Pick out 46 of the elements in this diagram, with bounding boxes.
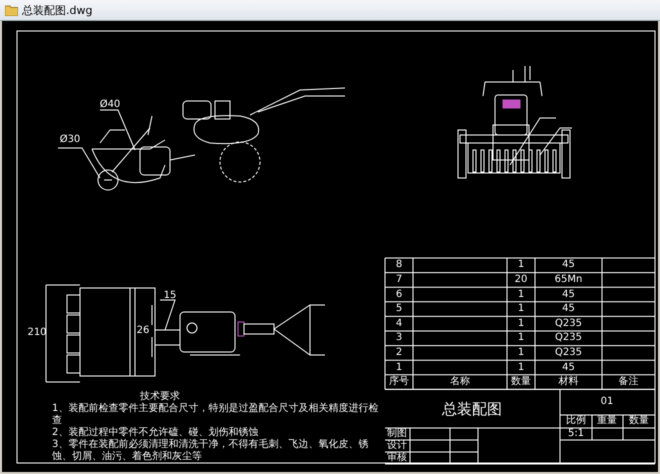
table-text: 设计 [387,440,407,452]
table-text: 20 [514,274,528,286]
dimension-text: 26 [136,325,150,337]
table-text: 8 [396,259,402,272]
table-text: 2 [396,346,402,359]
table-text: 4 [396,318,402,330]
table-text: Q235 [555,332,582,344]
table-text: 1 [518,332,524,344]
table-text: 制图 [387,428,407,440]
table-text: 名称 [450,376,470,388]
requirement-text: 2、装配过程中零件不允许磕、碰、划伤和锈蚀 [52,427,260,438]
table-text: 比例 [566,415,586,427]
table-text: 01 [600,396,614,408]
table-text: 45 [562,303,575,316]
table-text: 6 [396,288,402,300]
table-text: 5 [396,303,402,316]
window-title: 总装配图.dwg [22,3,92,18]
heading: 技术要求 [140,391,180,402]
requirement-text: 3、零件在装配前必须清理和清洗干净，不得有毛刺、飞边、氧化皮、锈蚀、切屑、油污、着色剂和灰尘等 [52,439,370,463]
table-text: 5:1 [568,428,584,440]
table-text: 材料 [558,376,578,388]
table-text: 序号 [389,376,409,388]
table-text: 45 [562,259,575,272]
table-text: 45 [562,362,575,374]
dimension-text: Ø30 [60,134,80,146]
dimension-text: 210 [27,327,47,339]
dimension-text: Ø40 [100,99,120,111]
table-text: 总装配图 [442,403,502,415]
table-text: 45 [562,288,575,300]
table-text: Q235 [555,318,582,330]
table-text: 1 [518,318,524,330]
table-text: 备注 [618,376,638,388]
table-text: 1 [396,362,402,374]
table-text: 7 [396,274,402,286]
table-text: 1 [518,303,524,316]
table-text: 1 [518,362,524,374]
requirement-text: 1、装配前检查零件主要配合尺寸，特别是过盈配合尺寸及相关精度进行检查 [52,403,380,426]
table-text: 1 [518,288,524,300]
table-text: 65Mn [554,274,582,286]
table-text: 数量 [511,376,531,388]
table-text: 审核 [387,452,407,464]
table-text: 1 [518,346,524,359]
dimension-text: 15 [164,290,176,302]
table-text: 3 [396,332,402,344]
table-text: 1 [518,259,524,272]
table-text: Q235 [555,346,582,359]
